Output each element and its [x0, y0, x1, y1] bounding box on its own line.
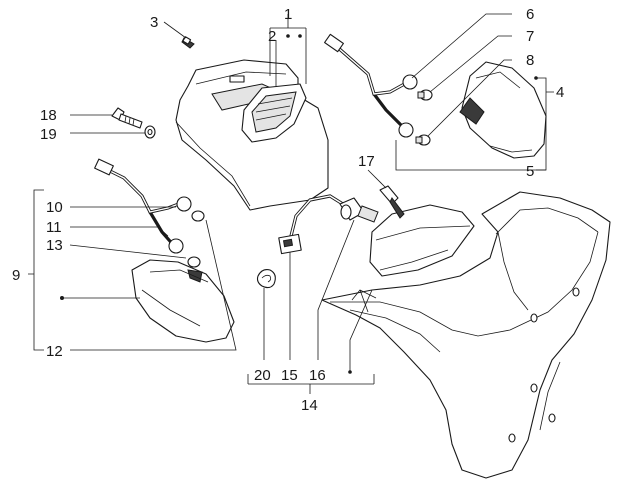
callout-2: 2 [268, 28, 276, 45]
bulb-7-part [417, 89, 433, 101]
connector-15-part [278, 194, 348, 255]
bolt-18-part [111, 107, 143, 129]
callout-8: 8 [526, 52, 534, 69]
plate-lamp-part [241, 83, 307, 143]
screw-17-part [379, 185, 405, 219]
callout-7: 7 [526, 28, 534, 45]
callout-5: 5 [526, 163, 534, 180]
callout-1: 1 [284, 6, 292, 23]
callout-labels: 1 2 3 4 5 6 7 8 9 10 11 12 13 14 15 16 1… [12, 6, 564, 414]
callout-16: 16 [309, 367, 326, 384]
callout-12: 12 [46, 343, 63, 360]
leader-lines [28, 13, 554, 394]
callout-10: 10 [46, 199, 63, 216]
callout-11: 11 [46, 219, 62, 236]
right-indicator-part [459, 61, 547, 159]
rear-mudguard-part [321, 191, 611, 479]
callout-20: 20 [254, 367, 271, 384]
screw-3-part [181, 36, 195, 49]
callout-14: 14 [301, 397, 318, 414]
splash-guard-part [369, 204, 475, 277]
callout-3: 3 [150, 14, 158, 31]
left-lamp-wiring-part [94, 158, 205, 268]
callout-15: 15 [281, 367, 298, 384]
bulb-holder-16-part [339, 197, 379, 223]
callout-17: 17 [358, 153, 375, 170]
washer-19-part [144, 125, 156, 139]
callout-18: 18 [40, 107, 57, 124]
bulb-8-part [415, 134, 431, 146]
callout-19: 19 [40, 126, 57, 143]
clip-ring-20-part [256, 269, 276, 289]
left-indicator-part [131, 259, 235, 343]
callout-13: 13 [46, 237, 63, 254]
callout-6: 6 [526, 6, 534, 23]
callout-9: 9 [12, 267, 20, 284]
right-lamp-wiring-part [324, 33, 418, 138]
callout-4: 4 [556, 84, 564, 101]
